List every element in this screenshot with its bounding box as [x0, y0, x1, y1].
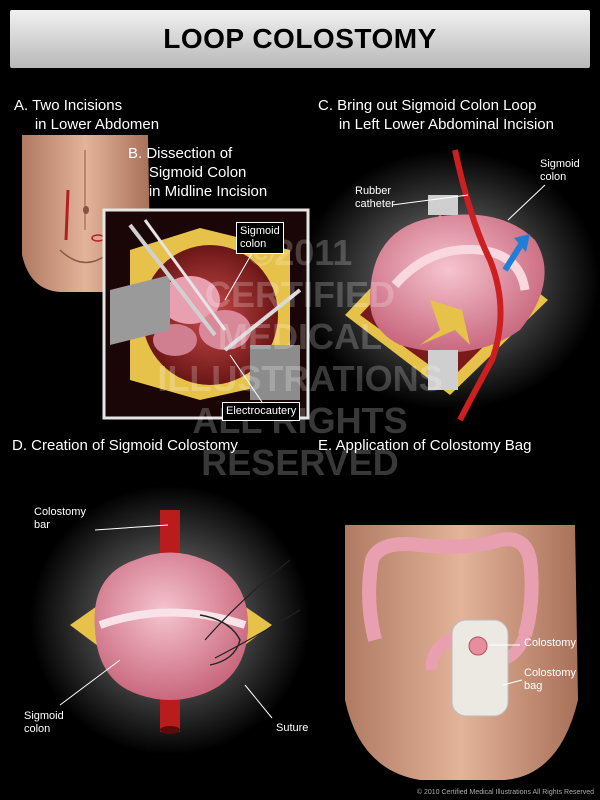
- colostomy-bag-panel-e: [345, 525, 578, 780]
- watermark: ©2011 CERTIFIED MEDICAL ILLUSTRATIONS AL…: [157, 232, 443, 483]
- label-e-colostomy-bag: Colostomy bag: [524, 667, 576, 692]
- colon-loop-panel-c: [300, 149, 600, 422]
- page-title: LOOP COLOSTOMY: [163, 23, 437, 54]
- label-c-sigmoid-colon: Sigmoid colon: [540, 158, 580, 183]
- label-d-colostomy-bar: Colostomy bar: [34, 506, 86, 531]
- dissection-inset-panel-b: [102, 208, 310, 420]
- colostomy-panel-d: [30, 485, 310, 755]
- label-d-sigmoid-colon: Sigmoid colon: [24, 710, 64, 735]
- panel-c-title: C. Bring out Sigmoid Colon Loop in Left …: [318, 97, 554, 133]
- panel-e-title: E. Application of Colostomy Bag: [318, 437, 532, 454]
- panel-d-title: D. Creation of Sigmoid Colostomy: [12, 437, 238, 454]
- copyright-notice: © 2010 Certified Medical Illustrations A…: [416, 789, 594, 796]
- label-c-rubber-catheter: Rubber catheter: [355, 185, 395, 210]
- label-e-colostomy: Colostomy: [524, 637, 576, 649]
- label-d-suture: Suture: [276, 722, 309, 734]
- panel-a-title: A. Two Incisions in Lower Abdomen: [14, 97, 160, 133]
- panel-b-title: B. Dissection of Sigmoid Colon in Midlin…: [128, 145, 268, 200]
- title-bar: LOOP COLOSTOMY: [10, 10, 590, 68]
- label-b-electrocautery: Electrocautery: [222, 402, 301, 421]
- label-b-sigmoid-colon: Sigmoid colon: [236, 222, 284, 254]
